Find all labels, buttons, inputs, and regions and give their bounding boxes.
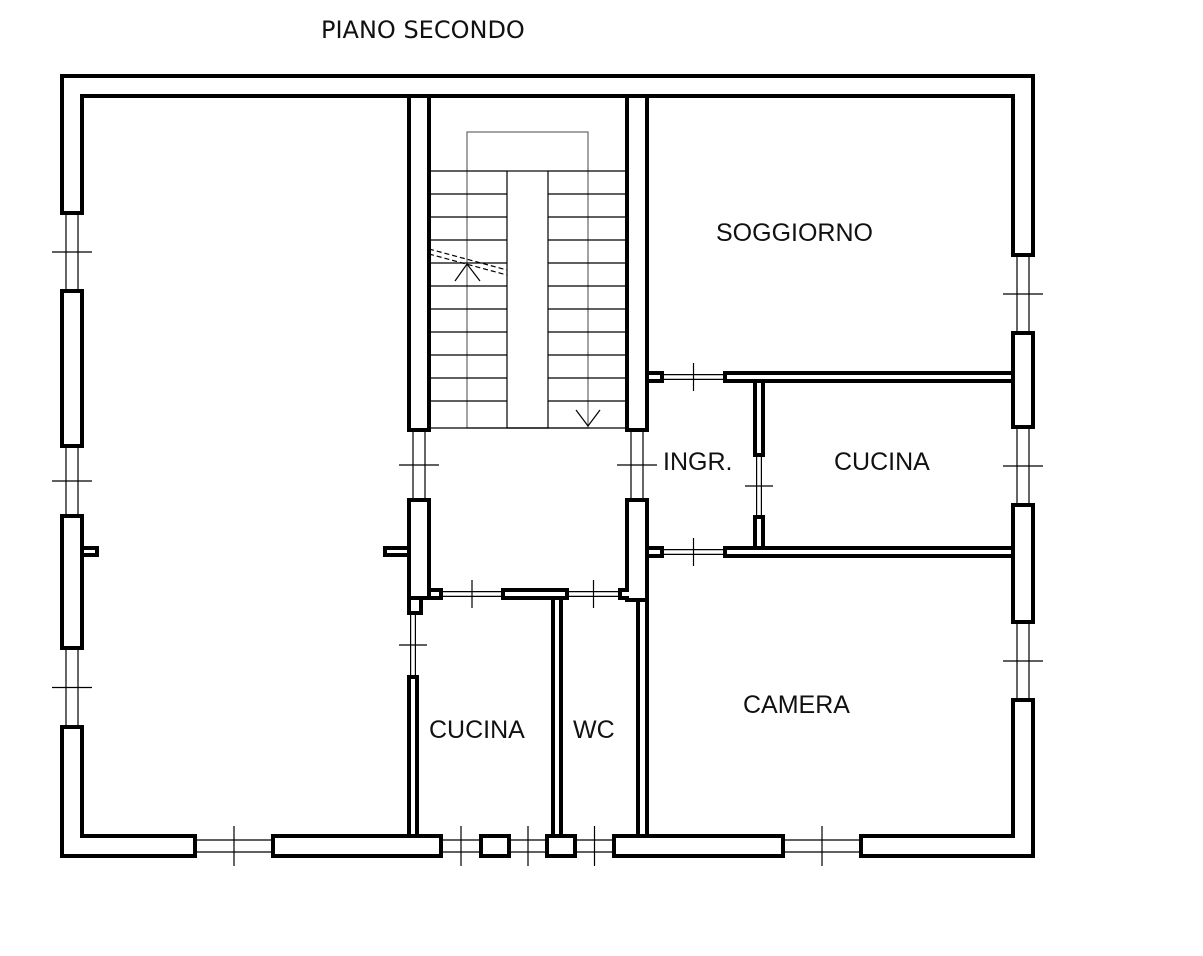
wall-interior: [411, 679, 415, 834]
stair-steps: [429, 170, 627, 402]
window-opening: [662, 538, 725, 566]
wall-interior: [629, 98, 645, 428]
wall-interior: [549, 838, 573, 854]
wall-interior: [727, 375, 1011, 379]
wall-interior: [387, 550, 407, 553]
room-label-camera: CAMERA: [743, 691, 850, 719]
wall-interior: [863, 838, 1031, 854]
wall-interior: [84, 550, 95, 553]
wall-interior: [640, 602, 645, 834]
wall-interior: [1015, 78, 1031, 253]
window-opening: [575, 826, 614, 866]
room-label-wc: WC: [573, 716, 615, 744]
wall-interior: [1015, 507, 1031, 620]
arrow-up-icon: [454, 262, 481, 282]
window-opening: [783, 826, 861, 866]
cut-line-2: [428, 253, 508, 276]
room-label-ingresso: INGR.: [663, 448, 732, 476]
cut-line-1: [428, 248, 508, 271]
wall-interior: [64, 838, 193, 854]
window-opening: [399, 430, 439, 500]
window-opening: [567, 580, 620, 608]
wall-fill: [64, 78, 1031, 854]
wall-interior: [649, 550, 660, 554]
window-opening: [509, 826, 547, 866]
window-opening: [662, 363, 725, 391]
window-opening: [1003, 255, 1043, 333]
wall-interior: [649, 375, 660, 379]
wall-interior: [505, 592, 565, 596]
window-opening: [441, 580, 503, 608]
window-opening: [52, 648, 92, 727]
cut-line: [428, 248, 508, 276]
wall-interior: [64, 729, 80, 854]
stair-landing: [466, 131, 589, 429]
staircase: [428, 131, 627, 429]
stair-well: [506, 170, 549, 429]
wall-interior: [64, 78, 1031, 94]
wall-interior: [411, 98, 427, 428]
wall-interior: [1015, 702, 1031, 854]
wall-interior: [727, 550, 1011, 554]
window-opening: [52, 213, 92, 291]
window-opening: [745, 455, 773, 517]
wall-interior: [1015, 335, 1031, 425]
wall-interior: [431, 592, 439, 596]
window-opening: [195, 826, 273, 866]
wall-interior: [64, 293, 80, 444]
wall-interior: [757, 383, 761, 453]
plan-title: PIANO SECONDO: [321, 16, 525, 44]
window-opening: [441, 826, 481, 866]
window-opening: [617, 430, 657, 500]
window-opening: [399, 613, 427, 677]
arrow-down-icon: [575, 409, 601, 427]
wall-interior: [616, 838, 781, 854]
window-opening: [52, 446, 92, 516]
openings: [52, 213, 1043, 866]
wall-interior: [629, 502, 645, 598]
wall-interior: [483, 838, 507, 854]
wall-interior: [411, 502, 427, 596]
wall-interior: [275, 838, 439, 854]
room-label-cucina-right: CUCINA: [834, 448, 930, 476]
room-label-soggiorno: SOGGIORNO: [716, 219, 873, 247]
window-opening: [1003, 622, 1043, 700]
wall-interior: [757, 519, 761, 546]
wall-interior: [411, 600, 419, 611]
wall-interior: [64, 518, 80, 646]
wall-interior: [64, 78, 80, 211]
wall-interior: [555, 600, 559, 834]
window-opening: [1003, 427, 1043, 505]
room-label-cucina-left: CUCINA: [429, 716, 525, 744]
